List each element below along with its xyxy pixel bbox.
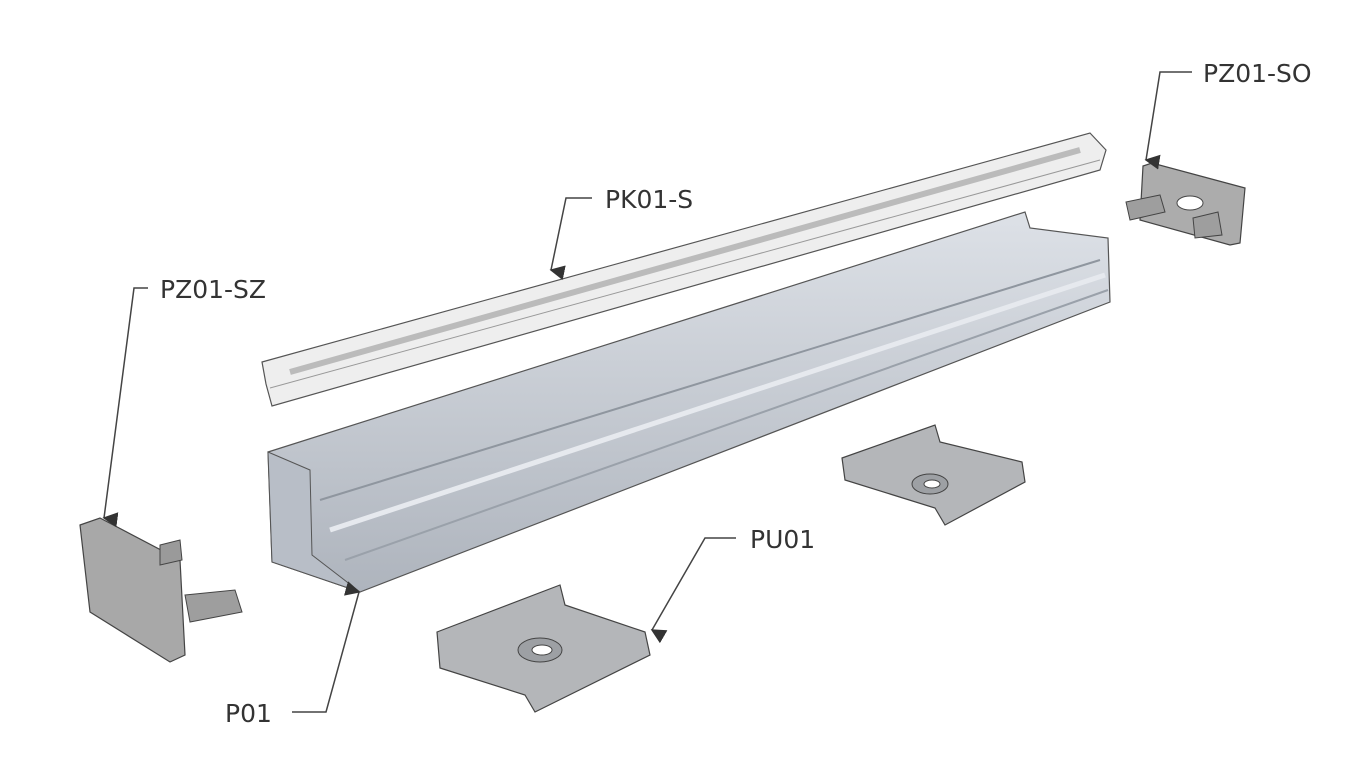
profile-part bbox=[267, 211, 1111, 593]
end-cap-closed-part bbox=[79, 517, 243, 663]
label-pz01-sz: PZ01-SZ bbox=[102, 275, 266, 528]
cover-part bbox=[261, 132, 1107, 407]
label-text: PU01 bbox=[750, 525, 815, 554]
end-cap-open-part bbox=[1125, 162, 1246, 246]
mounting-bracket-front bbox=[436, 584, 651, 713]
label-text: P01 bbox=[225, 699, 272, 728]
label-text: PZ01-SZ bbox=[160, 275, 266, 304]
label-p01: P01 bbox=[225, 581, 361, 728]
label-pk01-s: PK01-S bbox=[549, 185, 693, 281]
label-pz01-so: PZ01-SO bbox=[1144, 59, 1312, 170]
mounting-bracket-back bbox=[841, 424, 1026, 526]
label-text: PK01-S bbox=[605, 185, 693, 214]
label-text: PZ01-SO bbox=[1203, 59, 1312, 88]
label-pu01: PU01 bbox=[650, 525, 815, 644]
